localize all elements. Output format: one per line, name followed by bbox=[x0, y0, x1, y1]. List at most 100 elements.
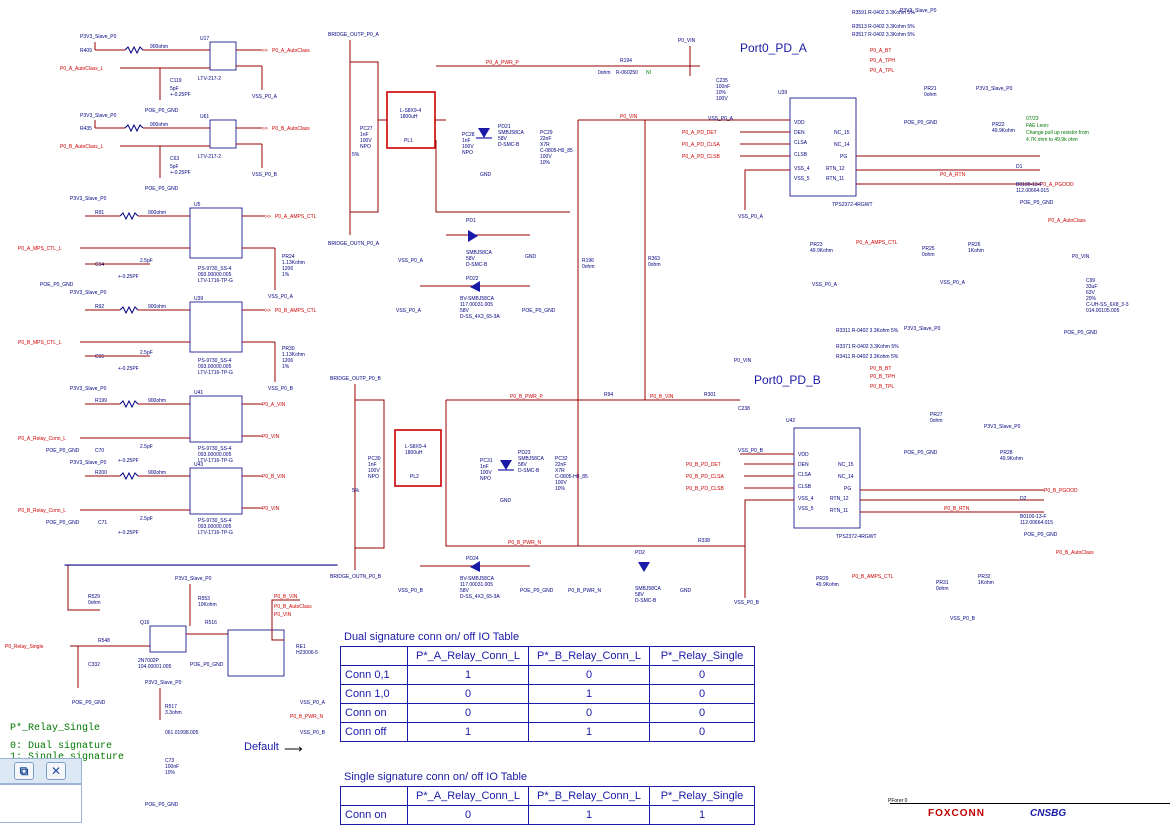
svg-text:POE_P0_GND: POE_P0_GND bbox=[904, 120, 938, 126]
svg-text:P0_A_AutoClass: P0_A_AutoClass bbox=[272, 48, 310, 54]
svg-text:4.7K ohm to 49.9k ohm: 4.7K ohm to 49.9k ohm bbox=[1026, 137, 1078, 143]
svg-text:LTV-217-2: LTV-217-2 bbox=[198, 154, 221, 160]
svg-text:900ohm: 900ohm bbox=[148, 470, 166, 476]
svg-text:R3371 R-0402 3.3Kohm 5%: R3371 R-0402 3.3Kohm 5% bbox=[836, 344, 899, 350]
svg-text:VSS_4: VSS_4 bbox=[794, 166, 810, 172]
table-row: Conn on 0 1 1 bbox=[341, 806, 755, 825]
svg-text:014.00105.005: 014.00105.005 bbox=[1086, 308, 1120, 314]
table-cell: 1 bbox=[408, 666, 529, 685]
table-header-cell: P*_B_Relay_Conn_L bbox=[529, 787, 650, 806]
svg-text:PD22: PD22 bbox=[466, 276, 479, 282]
svg-text:D-SMC-B: D-SMC-B bbox=[498, 142, 520, 148]
svg-text:P0_VIN: P0_VIN bbox=[262, 506, 280, 512]
svg-text:POE_P0_GND: POE_P0_GND bbox=[40, 282, 74, 288]
svg-text:10%: 10% bbox=[540, 160, 551, 166]
optocoupler-u39: P3V3_Slave_P0 R92 900ohm U39 PS-9730_SS-… bbox=[18, 290, 317, 392]
svg-text:NPO: NPO bbox=[462, 150, 473, 156]
table-cell: Conn on bbox=[341, 806, 408, 825]
svg-text:49.9Kohm: 49.9Kohm bbox=[816, 582, 839, 588]
svg-text:P0_B_PWR_N: P0_B_PWR_N bbox=[508, 540, 541, 546]
svg-text:2.5pF: 2.5pF bbox=[140, 258, 153, 264]
svg-text:P3V3_Slave_P0: P3V3_Slave_P0 bbox=[70, 196, 107, 202]
svg-text:NC_15: NC_15 bbox=[834, 130, 850, 136]
svg-text:NC_14: NC_14 bbox=[838, 474, 854, 480]
svg-text:U39: U39 bbox=[778, 90, 787, 96]
svg-text:1Kohm: 1Kohm bbox=[968, 248, 984, 254]
optocoupler-u61: P3V3_Slave_P0 R435 900ohm U61 LTV-217-2 … bbox=[60, 113, 310, 192]
svg-text:POE_P0_GND: POE_P0_GND bbox=[520, 588, 554, 594]
single-table-title: Single signature conn on/ off IO Table bbox=[344, 771, 527, 783]
svg-text:1Kohm: 1Kohm bbox=[978, 580, 994, 586]
svg-text:P0_A_PD_CLSA: P0_A_PD_CLSA bbox=[682, 142, 720, 148]
svg-text:BRIDGE_OUTP_P0_B: BRIDGE_OUTP_P0_B bbox=[330, 376, 382, 382]
floating-toolbar: ⧉ ✕ bbox=[0, 758, 82, 784]
table-row: Conn off 1 1 0 bbox=[341, 723, 755, 742]
table-cell: 1 bbox=[650, 806, 755, 825]
svg-text:3.3ohm: 3.3ohm bbox=[165, 710, 182, 716]
svg-text:0ohm: 0ohm bbox=[648, 262, 661, 268]
table-header-cell: P*_A_Relay_Conn_L bbox=[408, 647, 529, 666]
svg-text:VSS_P0_A: VSS_P0_A bbox=[940, 280, 966, 286]
svg-text:P3V3_Slave_P0: P3V3_Slave_P0 bbox=[904, 326, 941, 332]
svg-text:R301: R301 bbox=[704, 392, 716, 398]
svg-text:VSS_P0_B: VSS_P0_B bbox=[950, 616, 976, 622]
svg-text:0ohm: 0ohm bbox=[936, 586, 949, 592]
table-header-cell: P*_B_Relay_Conn_L bbox=[529, 647, 650, 666]
svg-text:GND: GND bbox=[680, 588, 692, 594]
bridge-a-section: BRIDGE_OUTP_P0_A BRIDGE_OUTN_P0_A PC27 1… bbox=[328, 32, 573, 247]
svg-text:49.9Kohm: 49.9Kohm bbox=[1000, 456, 1023, 462]
svg-text:+-0.25PF: +-0.25PF bbox=[118, 366, 139, 372]
svg-text:P0_B_AutoClass_L: P0_B_AutoClass_L bbox=[60, 144, 104, 150]
svg-text:GND: GND bbox=[500, 498, 512, 504]
svg-text:>>: >> bbox=[262, 48, 268, 54]
svg-text:P0_B_VIN: P0_B_VIN bbox=[262, 474, 286, 480]
table-header-cell bbox=[341, 647, 408, 666]
table-cell: 1 bbox=[529, 685, 650, 704]
svg-text:Q16: Q16 bbox=[140, 620, 150, 626]
svg-text:900ohm: 900ohm bbox=[150, 44, 168, 50]
svg-text:U61: U61 bbox=[200, 114, 209, 120]
svg-text:>>: >> bbox=[265, 214, 271, 220]
svg-text:10Kohm: 10Kohm bbox=[198, 602, 217, 608]
table-row: Conn 1,0 0 1 0 bbox=[341, 685, 755, 704]
svg-text:C332: C332 bbox=[88, 662, 100, 668]
svg-text:1%: 1% bbox=[282, 272, 290, 278]
svg-text:VSS_P0_A: VSS_P0_A bbox=[398, 258, 424, 264]
table-cell: 0 bbox=[529, 666, 650, 685]
diode-pd1-section: PD1 SMBJ58CA 58V D-SMC-B VSS_P0_A GND PD… bbox=[396, 218, 556, 320]
svg-text:VSS_P0_A: VSS_P0_A bbox=[708, 116, 734, 122]
svg-text:P0_B_PD_CLSB: P0_B_PD_CLSB bbox=[686, 486, 724, 492]
svg-text:PD24: PD24 bbox=[466, 556, 479, 562]
svg-text:VSS_P0_B: VSS_P0_B bbox=[738, 448, 764, 454]
table-cell: 0 bbox=[408, 806, 529, 825]
svg-text:C70: C70 bbox=[95, 448, 104, 454]
svg-text:P0_B_VIN: P0_B_VIN bbox=[274, 594, 298, 600]
svg-text:1%: 1% bbox=[282, 364, 290, 370]
svg-text:P0_A_Relay_Conn_L: P0_A_Relay_Conn_L bbox=[18, 436, 66, 442]
svg-text:P0_A_TPL: P0_A_TPL bbox=[870, 68, 894, 74]
table-cell: Conn off bbox=[341, 723, 408, 742]
restore-icon[interactable]: ⧉ bbox=[14, 762, 34, 780]
svg-text:VSS_P0_A: VSS_P0_A bbox=[738, 214, 764, 220]
svg-text:D-SMC-B: D-SMC-B bbox=[635, 598, 657, 604]
svg-text:P0_A_PD_CLSB: P0_A_PD_CLSB bbox=[682, 154, 720, 160]
svg-text:POE_P0_GND: POE_P0_GND bbox=[190, 662, 224, 668]
table-row: Conn on 0 0 0 bbox=[341, 704, 755, 723]
svg-text:POE_P0_GND: POE_P0_GND bbox=[46, 520, 80, 526]
svg-text:P0_A_AutoClass_L: P0_A_AutoClass_L bbox=[60, 66, 104, 72]
svg-text:PL1: PL1 bbox=[404, 138, 413, 144]
svg-text:C119: C119 bbox=[170, 78, 182, 84]
svg-text:NPO: NPO bbox=[368, 474, 379, 480]
svg-text:P0_A_MPS_CTL_L: P0_A_MPS_CTL_L bbox=[18, 246, 62, 252]
table-cell: 1 bbox=[529, 723, 650, 742]
port-a-title: Port0_PD_A bbox=[740, 41, 807, 55]
close-icon[interactable]: ✕ bbox=[46, 762, 66, 780]
svg-text:VDD: VDD bbox=[794, 120, 805, 126]
svg-text:NI: NI bbox=[646, 70, 651, 76]
svg-text:TPS2372-4RGWT: TPS2372-4RGWT bbox=[832, 202, 873, 208]
svg-text:NPO: NPO bbox=[360, 144, 371, 150]
port-b-title: Port0_PD_B bbox=[754, 373, 821, 387]
svg-text:POE_P0_GND: POE_P0_GND bbox=[1024, 532, 1058, 538]
svg-text:D1: D1 bbox=[1016, 164, 1023, 170]
svg-text:>>: >> bbox=[262, 126, 268, 132]
